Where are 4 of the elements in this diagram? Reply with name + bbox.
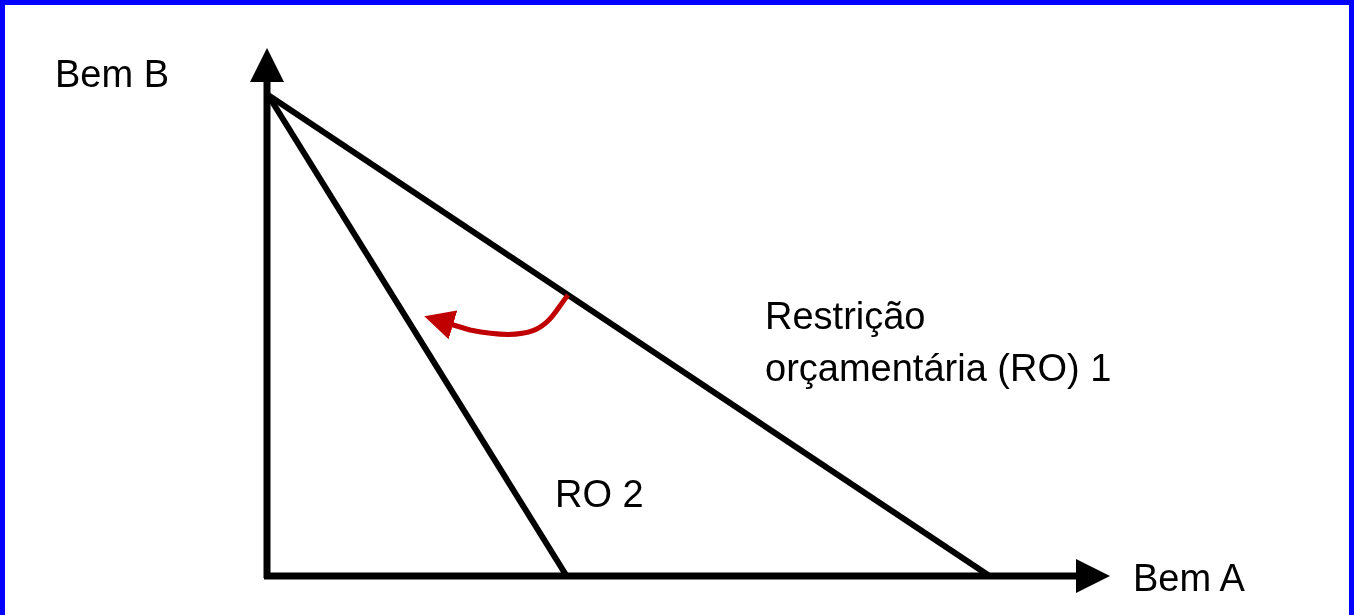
- line-label: Restrição orçamentária (RO) 1: [765, 294, 1113, 391]
- axis-label: Bem A: [1133, 556, 1245, 601]
- axis-label: Bem B: [55, 52, 170, 97]
- line-label: RO 2: [555, 472, 644, 517]
